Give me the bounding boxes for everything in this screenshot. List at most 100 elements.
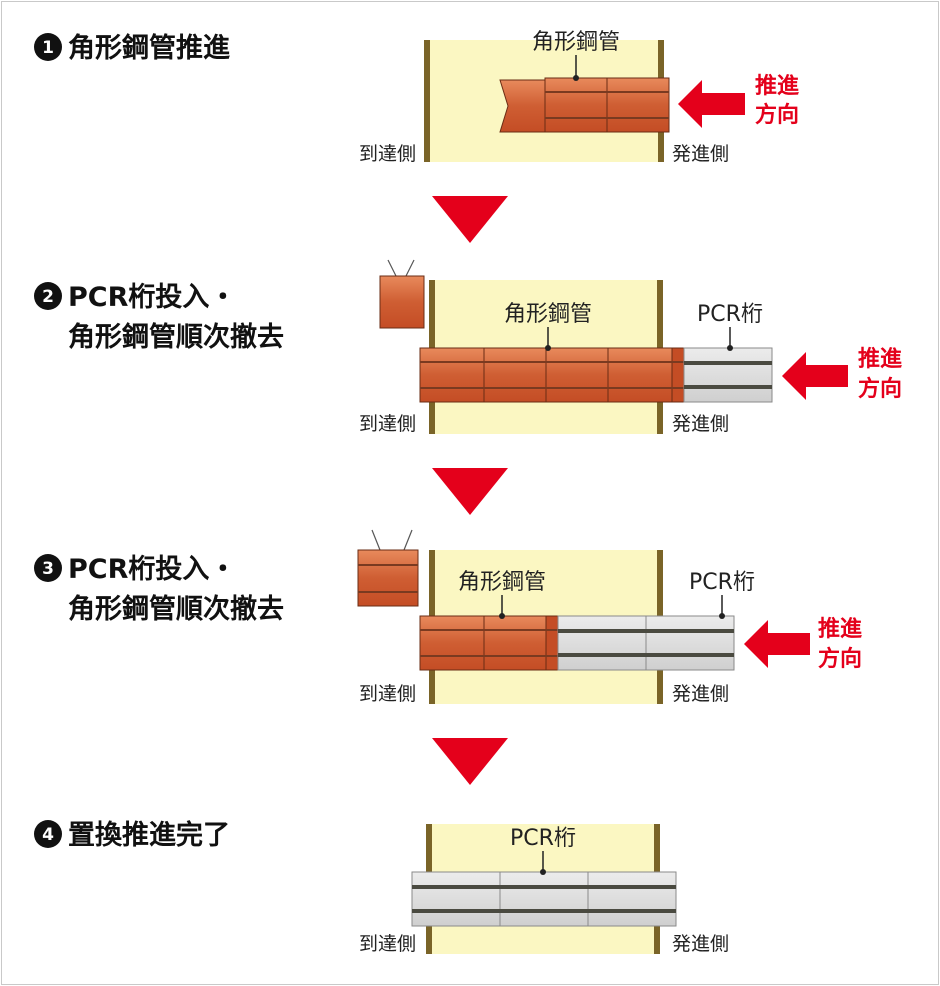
steel-pipe-segment [545, 347, 609, 403]
push-direction-arrow [782, 352, 848, 400]
pipe-label-text: 角形鋼管 [532, 30, 620, 55]
push-direction-label: 方向 [755, 102, 799, 128]
steel-pipe-segment [607, 347, 673, 403]
step-4-title: 置換推進完了 [68, 819, 230, 851]
pcr-label-text: PCR桁 [510, 826, 576, 851]
steel-pipe-segment [606, 77, 670, 133]
pcr-girder-segment [411, 871, 501, 927]
pcr-label: PCR桁 [689, 570, 755, 619]
pcr-girder [683, 347, 773, 403]
pcr-band [412, 909, 676, 913]
step-transition-arrow [432, 738, 508, 785]
pcr-girder [411, 871, 677, 927]
lifted-pipe-segment [379, 275, 425, 329]
push-direction-label: 推進 [858, 347, 902, 372]
steel-pipe-train [499, 77, 670, 133]
arrival-side-label: 到達側 [359, 143, 416, 165]
arrival-wall [424, 40, 430, 162]
steel-pipe-segment [419, 347, 485, 403]
lifting-wire [371, 529, 381, 551]
push-direction-label: 方向 [818, 646, 862, 672]
lifting-wire [403, 529, 413, 551]
pcr-band [684, 385, 772, 389]
arrival-side-label: 到達側 [359, 413, 416, 435]
pcr-label: PCR桁 [697, 302, 763, 351]
pcr-label-text: PCR桁 [689, 570, 755, 595]
steel-pipe-segment [483, 615, 547, 671]
pipe-leader-dot [545, 345, 551, 351]
step-1-number-badge [34, 33, 62, 61]
pcr-leader-dot [727, 345, 733, 351]
step-3-heading: 3 PCR桁投入・ 角形鋼管順次撤去 [34, 554, 284, 625]
steel-pipe-segment [544, 77, 608, 133]
lifted-pipe-segment [357, 549, 419, 607]
pipe-label-text: 角形鋼管 [458, 570, 546, 595]
lifting-wire [405, 259, 415, 277]
departure-side-label: 発進側 [672, 933, 729, 955]
pipe-connector [671, 347, 685, 403]
step-4-number: 4 [42, 825, 54, 845]
push-direction-label: 方向 [858, 376, 902, 402]
pcr-band [558, 629, 734, 633]
step-transition-arrow [432, 468, 508, 515]
step-3-title-line-1: PCR桁投入・ [68, 554, 236, 585]
departure-side-label: 発進側 [672, 143, 729, 165]
pipe-label: 角形鋼管 [458, 570, 546, 619]
steel-pipe-train [419, 615, 559, 671]
step-3: 3 PCR桁投入・ 角形鋼管順次撤去 角形鋼管 [34, 529, 862, 705]
steel-pipe-segment [419, 615, 485, 671]
pipe-leader-dot [573, 75, 579, 81]
pcr-girder-segment [557, 615, 647, 671]
pcr-girder [557, 615, 735, 671]
removed-steel-pipe [379, 259, 425, 329]
steel-pipe-train [419, 347, 685, 403]
pipe-label-text: 角形鋼管 [504, 302, 592, 327]
pcr-leader-dot [540, 869, 546, 875]
step-4-number-badge [34, 820, 62, 848]
pipe-label: 角形鋼管 [532, 30, 620, 81]
step-3-number-badge [34, 554, 62, 582]
pcr-girder-segment [683, 347, 773, 403]
pcr-girder-segment [645, 615, 735, 671]
step-4-heading: 4 置換推進完了 [34, 819, 230, 851]
lifting-wire [387, 259, 397, 277]
pcr-band [558, 653, 734, 657]
step-2-title-line-1: PCR桁投入・ [68, 282, 236, 313]
step-3-title-line-2: 角形鋼管順次撤去 [68, 593, 284, 625]
pcr-girder-segment [587, 871, 677, 927]
push-direction-label: 推進 [755, 74, 799, 99]
pipe-connector [545, 615, 559, 671]
push-direction: 推進 方向 [678, 74, 799, 128]
push-direction: 推進 方向 [782, 347, 902, 402]
step-1-number: 1 [42, 38, 54, 58]
step-2-number-badge [34, 282, 62, 310]
step-2-title-line-2: 角形鋼管順次撤去 [68, 321, 284, 353]
push-direction: 推進 方向 [744, 617, 862, 672]
pcr-leader-dot [719, 613, 725, 619]
step-4: 4 置換推進完了 PCR桁 到達側 発進側 [34, 819, 729, 955]
pcr-label-text: PCR桁 [697, 302, 763, 327]
push-direction-label: 推進 [818, 617, 862, 642]
steel-pipe-lead-segment [499, 79, 546, 133]
step-1-heading: 1 角形鋼管推進 [34, 32, 230, 64]
removed-steel-pipe [357, 529, 419, 607]
pipe-leader-dot [499, 613, 505, 619]
step-2: 2 PCR桁投入・ 角形鋼管順次撤去 角形鋼管 [34, 259, 902, 435]
step-2-heading: 2 PCR桁投入・ 角形鋼管順次撤去 [34, 282, 284, 353]
departure-side-label: 発進側 [672, 683, 729, 705]
departure-side-label: 発進側 [672, 413, 729, 435]
push-direction-arrow [744, 620, 810, 668]
push-direction-arrow [678, 80, 745, 128]
pipe-label: 角形鋼管 [504, 302, 592, 351]
pcr-band [412, 885, 676, 889]
pcr-girder-segment [499, 871, 589, 927]
arrival-side-label: 到達側 [359, 933, 416, 955]
step-transition-arrow [432, 196, 508, 243]
pcr-label: PCR桁 [510, 826, 576, 875]
step-1-title: 角形鋼管推進 [68, 32, 230, 64]
pcr-band [684, 361, 772, 365]
step-2-number: 2 [42, 287, 54, 307]
arrival-side-label: 到達側 [359, 683, 416, 705]
step-1: 1 角形鋼管推進 角形鋼管 推進 方向 到達側 発進側 [34, 30, 799, 165]
